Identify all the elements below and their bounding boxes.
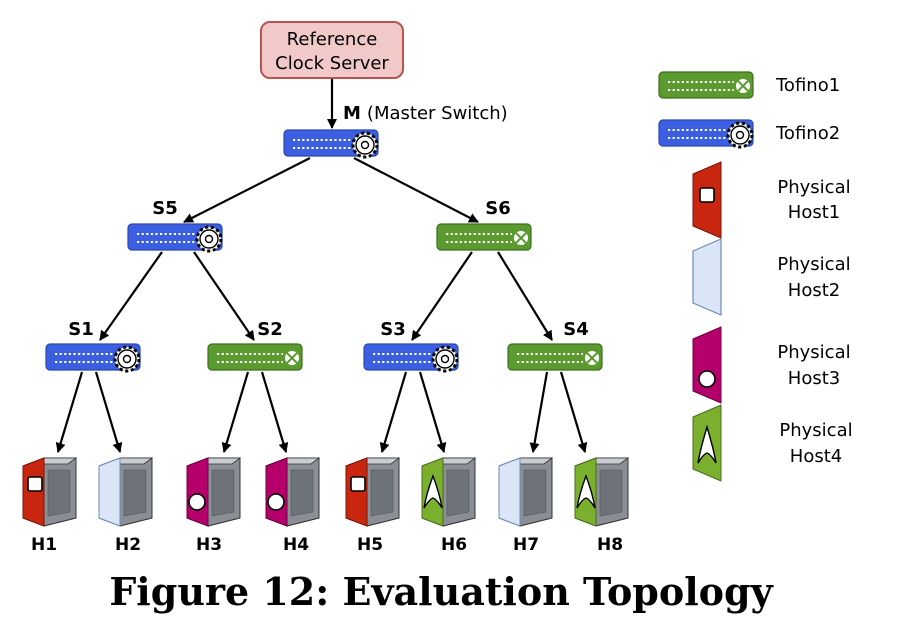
tofino2-switch-icon [657, 118, 755, 149]
link-s3-to-h5 [379, 371, 408, 453]
host-h2 [98, 457, 153, 527]
link-s2-to-h4 [260, 371, 289, 453]
reference-clock-server: Reference Clock Server [260, 21, 404, 79]
legend-host1-line1: Physical [777, 177, 850, 198]
legend-host4-line2: Host4 [790, 446, 842, 467]
tofino1-switch-icon [658, 71, 754, 99]
host-h5 [345, 457, 400, 527]
host-h5-label: H5 [357, 535, 383, 555]
legend: Tofino1 Tofino2 Physical Host1 Physical … [657, 71, 853, 482]
link-m-to-s5 [183, 157, 311, 223]
switch-s3: S3 [362, 319, 460, 373]
legend-host3: Physical Host3 [692, 326, 851, 404]
link-s2-to-h3 [221, 371, 250, 453]
legend-host2-line2: Host2 [788, 280, 840, 301]
host-h7 [498, 457, 553, 527]
link-m-to-s6 [353, 157, 479, 223]
switch-s6-label: S6 [485, 198, 511, 219]
host-h6-label: H6 [441, 535, 467, 555]
legend-host2: Physical Host2 [692, 238, 851, 316]
legend-host4-line1: Physical [779, 420, 852, 441]
switch-s1: S1 [44, 319, 142, 373]
legend-host3-line2: Host3 [788, 368, 840, 389]
host-h1-label: H1 [31, 535, 57, 555]
host-h7-label: H7 [513, 535, 539, 555]
switch-s4: S4 [507, 319, 603, 371]
legend-host1-line2: Host1 [788, 202, 840, 223]
host-h2-label: H2 [115, 535, 141, 555]
link-s6-to-s4 [497, 251, 553, 341]
switch-s4-label: S4 [563, 319, 589, 340]
physical-host1-icon [692, 161, 722, 239]
host-h8-label: H8 [597, 535, 623, 555]
switch-s5-label: S5 [152, 198, 178, 219]
switch-s2-label: S2 [257, 319, 283, 340]
host-h8 [574, 457, 629, 527]
legend-tofino2: Tofino2 [657, 118, 840, 149]
host-h6 [421, 457, 476, 527]
link-s3-to-h6 [418, 371, 447, 453]
legend-host1: Physical Host1 [692, 161, 851, 239]
figure-caption: Figure 12: Evaluation Topology [109, 569, 773, 614]
master-switch-desc: (Master Switch) [367, 103, 508, 124]
link-s4-to-h7 [529, 371, 549, 453]
physical-host4-icon [692, 404, 722, 482]
legend-tofino1-label: Tofino1 [775, 75, 840, 96]
legend-host3-line1: Physical [777, 342, 850, 363]
host-h3-label: H3 [196, 535, 222, 555]
switch-s6: S6 [436, 198, 532, 251]
switch-s2: S2 [207, 319, 303, 371]
switch-s5: S5 [126, 198, 224, 253]
link-s4-to-h8 [559, 371, 588, 453]
host-h1 [22, 457, 77, 527]
legend-host4: Physical Host4 [692, 404, 853, 482]
master-switch-id: M [343, 103, 361, 124]
ref-server-label-line1: Reference [287, 29, 378, 50]
link-s6-to-s3 [411, 251, 473, 341]
ref-server-label-line2: Clock Server [275, 53, 389, 74]
host-h3 [186, 457, 241, 527]
topology-links [55, 78, 588, 453]
host-h4 [265, 457, 320, 527]
link-s5-to-s1 [99, 251, 163, 341]
legend-tofino2-label: Tofino2 [775, 123, 840, 144]
switch-s1-label: S1 [68, 319, 94, 340]
link-s1-to-h1 [55, 371, 84, 453]
switch-s3-label: S3 [380, 319, 406, 340]
link-s1-to-h2 [94, 371, 123, 453]
link-s5-to-s2 [193, 251, 255, 341]
legend-host2-line1: Physical [777, 254, 850, 275]
master-switch: M (Master Switch) [282, 103, 508, 159]
physical-host3-icon [692, 326, 722, 404]
host-h4-label: H4 [283, 535, 309, 555]
master-switch-label: M (Master Switch) [343, 103, 508, 124]
legend-tofino1: Tofino1 [658, 71, 840, 99]
physical-host2-icon [692, 238, 722, 316]
